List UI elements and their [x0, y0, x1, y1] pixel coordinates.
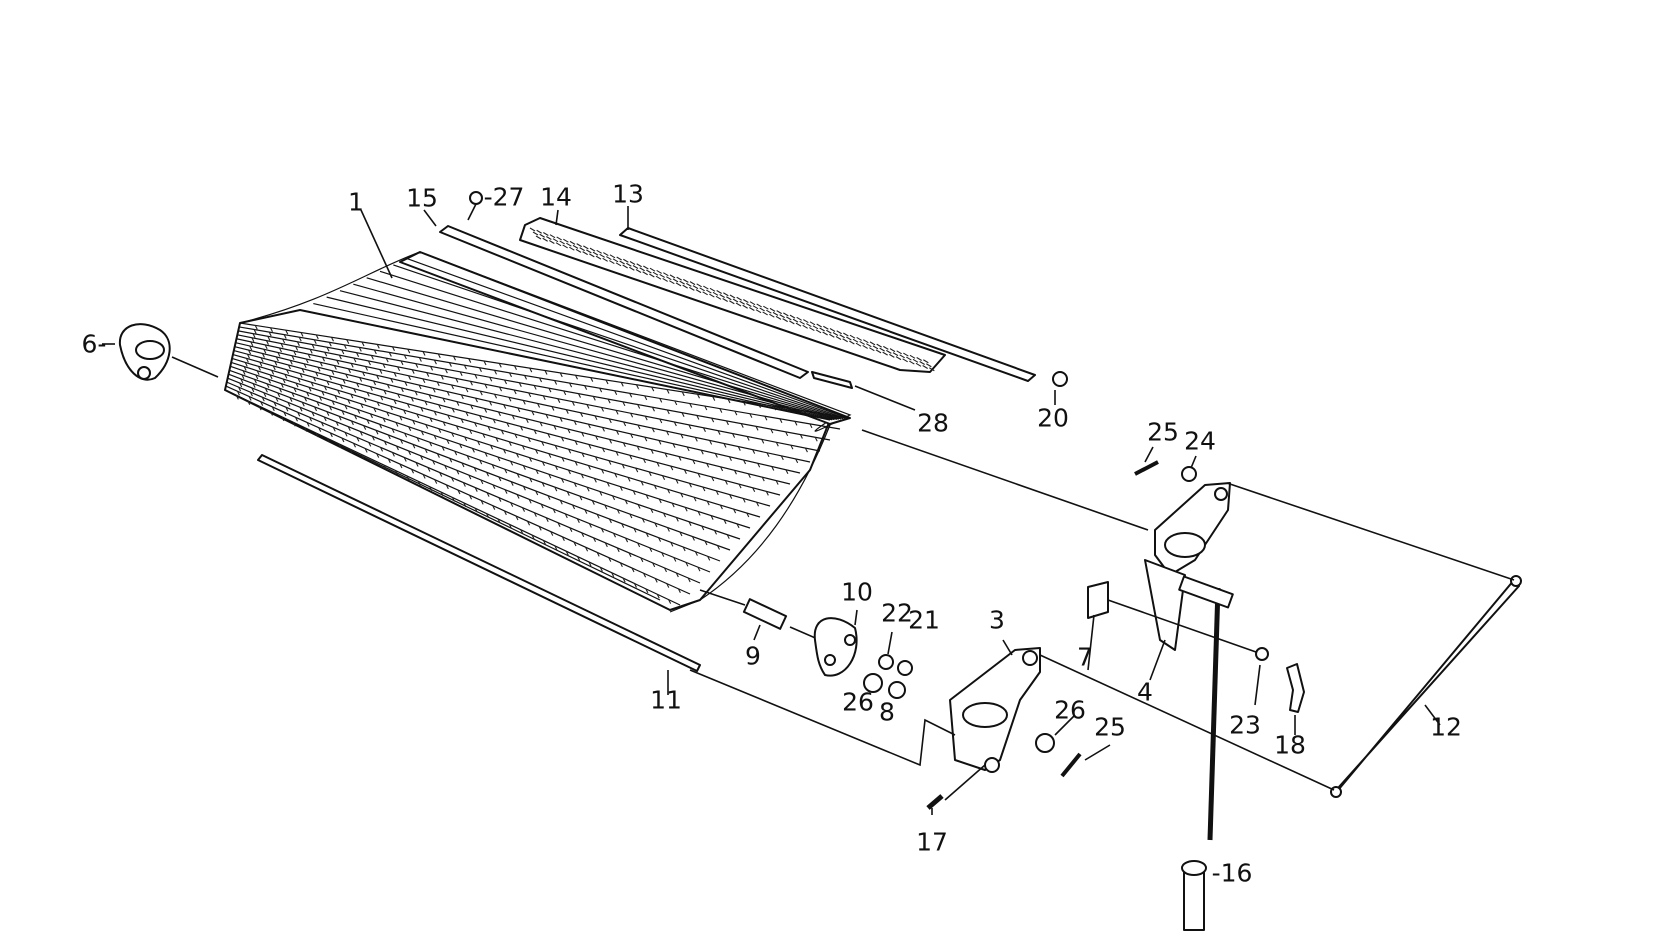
callout-18: 18: [1274, 731, 1306, 760]
callout-26-left: 26: [842, 688, 874, 717]
callout-4: 4: [1137, 678, 1153, 707]
callout-9: 9: [745, 642, 761, 671]
shaft-16: [1178, 575, 1234, 931]
washer-24: [1181, 466, 1197, 482]
handle-18: [1286, 663, 1305, 713]
washer-26b: [1035, 733, 1055, 753]
bearing-6: [118, 323, 219, 381]
upper-rail: [619, 227, 1036, 382]
callout-1: 1: [348, 188, 364, 217]
callout-22: 22: [881, 599, 913, 628]
bracket-4: [1144, 482, 1231, 651]
callout-11: 11: [650, 686, 682, 715]
plate-7: [1087, 581, 1109, 619]
callout-23: 23: [1229, 711, 1261, 740]
leader-lines: [102, 206, 1441, 815]
washer-22: [878, 654, 894, 670]
rod-12: [1330, 575, 1522, 798]
bolt-25b: [1060, 752, 1082, 778]
perforated-plate-texture: [529, 227, 935, 372]
callout-7: 7: [1077, 643, 1093, 672]
callout-24: 24: [1184, 427, 1216, 456]
callout-16: -16: [1212, 859, 1253, 888]
nut-8: [888, 681, 906, 699]
stub-shaft-9: [699, 589, 821, 641]
callout-25-upper: 25: [1147, 418, 1179, 447]
callout-21: 21: [908, 606, 940, 635]
callout-25-lower: 25: [1094, 713, 1126, 742]
rod-11: [257, 454, 701, 672]
callout-17: 17: [916, 828, 948, 857]
grate-ribs: [224, 251, 851, 606]
callout-8: 8: [879, 698, 895, 727]
callout-12: 12: [1430, 713, 1462, 742]
concave-grate: [224, 251, 852, 613]
perforated-plate: [519, 217, 946, 373]
nut-20: [1052, 371, 1068, 387]
assembly-lines: [689, 429, 1515, 801]
bracket-3: [949, 647, 1041, 773]
callout-27: -27: [484, 183, 525, 212]
callout-3: 3: [989, 606, 1005, 635]
callout-28: 28: [917, 409, 949, 438]
bolt-28: [811, 371, 853, 389]
washer-23: [1255, 647, 1269, 661]
bolt-27: [469, 191, 483, 205]
callout-6: 6-: [82, 330, 107, 359]
callout-labels: 1 15 -27 14 13 6- 28 20 25 24 10 22 21 3…: [82, 180, 1462, 888]
flange-10: [813, 617, 858, 677]
callout-13: 13: [612, 180, 644, 209]
nut-21: [897, 660, 913, 676]
callout-14: 14: [540, 183, 572, 212]
callout-10: 10: [841, 578, 873, 607]
bolt-25a: [1134, 460, 1159, 476]
pin-17: [926, 794, 944, 810]
upper-strip: [439, 225, 809, 379]
washer-26a: [863, 673, 883, 693]
callout-26-right: 26: [1054, 696, 1086, 725]
callout-15: 15: [406, 184, 438, 213]
callout-20: 20: [1037, 404, 1069, 433]
